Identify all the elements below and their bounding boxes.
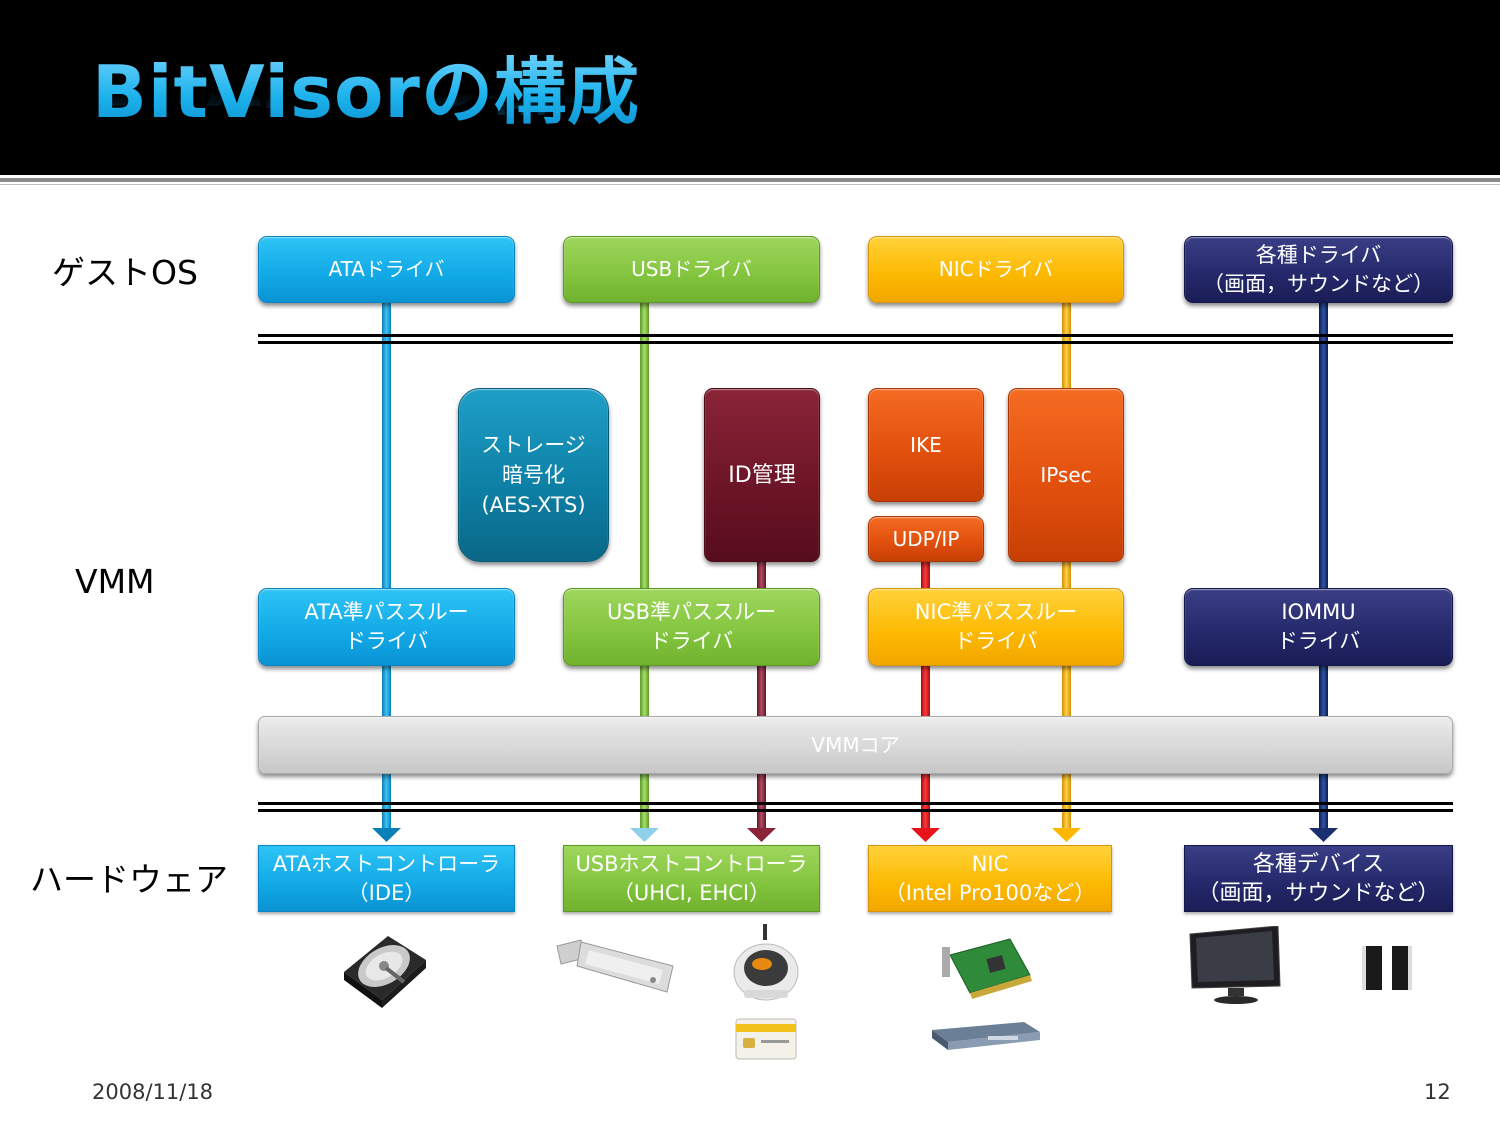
ata-path-line <box>382 300 391 828</box>
hw-misc-devices: 各種デバイス （画面，サウンドなど） <box>1184 845 1453 912</box>
hw-usb-host-controller: USBホストコントローラ （UHCI, EHCI） <box>563 845 820 912</box>
hard-disk-icon <box>344 936 426 1008</box>
slide-title: BitVisorの構成 <box>92 42 640 142</box>
guest-vmm-boundary-bottom <box>258 341 1453 344</box>
guest-vmm-boundary-top <box>258 334 1453 337</box>
nic-path-line <box>1062 300 1071 828</box>
usb-path-arrow <box>630 828 659 842</box>
ike-module: IKE <box>868 388 984 502</box>
nic-red-path-arrow <box>911 828 940 842</box>
hw-ata-host-controller: ATAホストコントローラ （IDE） <box>258 845 515 912</box>
smart-card-icon <box>735 1018 797 1060</box>
slide-page-number: 12 <box>1424 1080 1451 1104</box>
id-path-line <box>757 560 766 828</box>
header-divider-thin <box>0 184 1500 185</box>
usb-passthrough-driver: USB準パススルー ドライバ <box>563 588 820 666</box>
id-management-module: ID管理 <box>704 388 820 562</box>
ata-passthrough-driver: ATA準パススルー ドライバ <box>258 588 515 666</box>
slide-header <box>0 0 1500 175</box>
title-wrap: BitVisorの構成 BitVisorの構成 <box>92 42 640 142</box>
router-icon <box>932 1022 1040 1050</box>
ata-path-arrow <box>372 828 401 842</box>
monitor-icon <box>1189 926 1281 1004</box>
guest-usb-driver: USBドライバ <box>563 236 820 303</box>
network-card-icon <box>942 938 1032 999</box>
guest-nic-driver: NICドライバ <box>868 236 1124 303</box>
card-reader-icon <box>733 924 799 1001</box>
vmm-hw-boundary-bottom <box>258 809 1453 812</box>
speakers-icon <box>1362 946 1412 990</box>
vmm-hw-boundary-top <box>258 802 1453 805</box>
nic-passthrough-driver: NIC準パススルー ドライバ <box>868 588 1124 666</box>
usb-path-line <box>640 300 649 828</box>
header-divider <box>0 178 1500 182</box>
device-path-arrow <box>1309 828 1338 842</box>
device-path-line <box>1319 300 1328 828</box>
nic-red-path-line <box>921 560 930 828</box>
storage-encryption-module: ストレージ 暗号化 (AES-XTS) <box>458 388 609 562</box>
nic-path-arrow <box>1052 828 1081 842</box>
layer-label-guest: ゲストOS <box>52 253 198 292</box>
vmm-core: VMMコア <box>258 716 1453 774</box>
slide-date: 2008/11/18 <box>92 1080 214 1104</box>
udp-ip-module: UDP/IP <box>868 516 984 562</box>
hw-nic: NIC （Intel Pro100など） <box>868 845 1112 912</box>
usb-stick-icon <box>556 939 674 993</box>
iommu-driver: IOMMU ドライバ <box>1184 588 1453 666</box>
guest-ata-driver: ATAドライバ <box>258 236 515 303</box>
layer-label-hardware: ハードウェア <box>30 860 228 899</box>
layer-label-vmm: VMM <box>75 562 155 601</box>
guest-misc-drivers: 各種ドライバ （画面，サウンドなど） <box>1184 236 1453 303</box>
ipsec-module: IPsec <box>1008 388 1124 562</box>
id-path-arrow <box>747 828 776 842</box>
